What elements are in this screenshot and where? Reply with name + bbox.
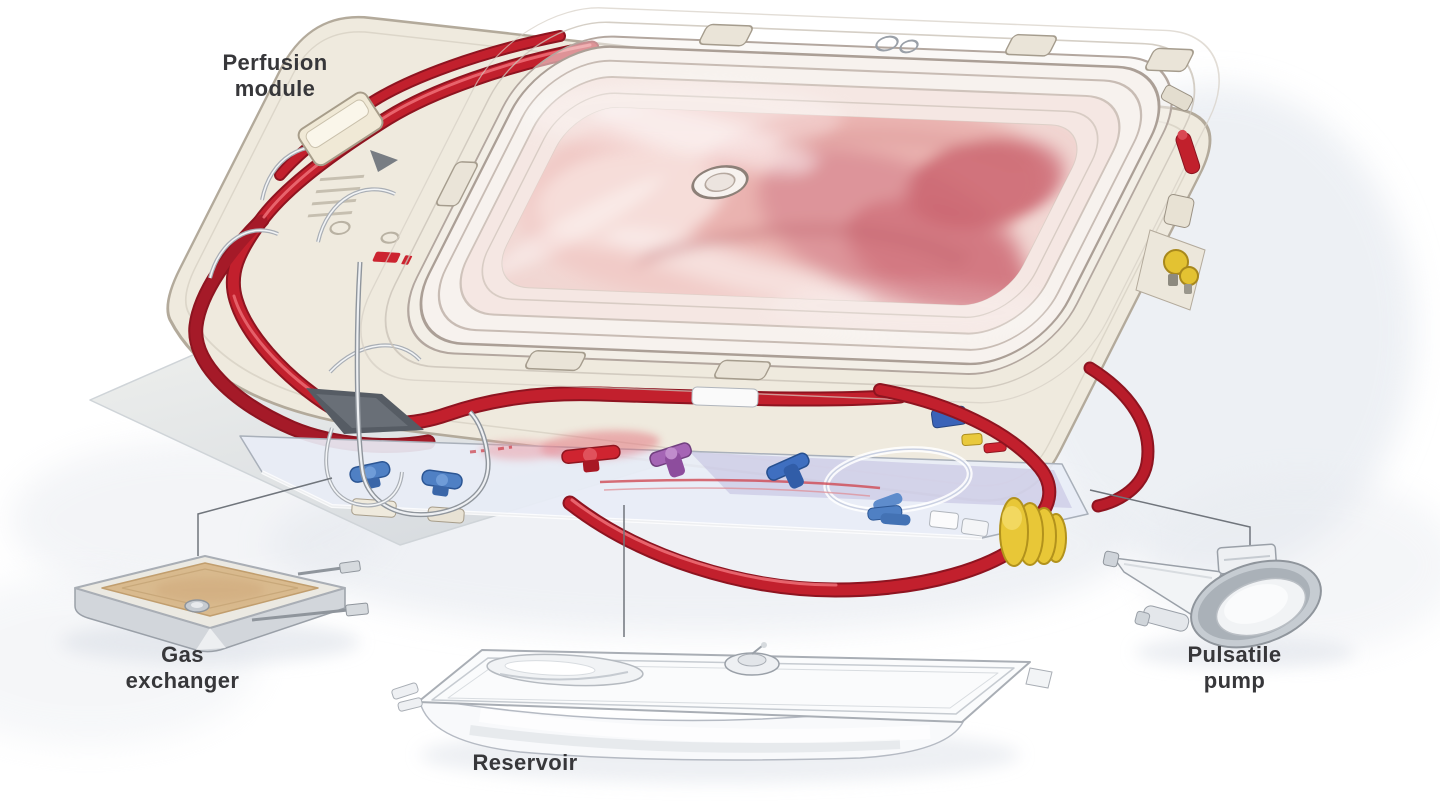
label-pulsatile-pump: Pulsatile pump: [1187, 642, 1282, 693]
port-stub: [751, 645, 763, 655]
pulsatile-pump: [1102, 543, 1355, 668]
lid-recess-pill: [504, 660, 596, 676]
bellows-highlight: [1002, 506, 1022, 530]
basin-shade: [469, 725, 901, 753]
valve-blue-cluster: [867, 493, 911, 526]
corner-highlight: [196, 628, 226, 650]
lid-latches: [436, 23, 1194, 381]
label-gas-exchanger: Gas exchanger: [125, 642, 240, 693]
knob-stem: [1184, 284, 1192, 294]
gas-exchanger: [60, 555, 369, 664]
lid-tab: [397, 697, 423, 712]
valve-red: [561, 444, 621, 473]
pump-foot-cap: [1134, 610, 1151, 627]
dome-ring-4: [481, 92, 1099, 319]
red-lever: [1175, 129, 1201, 175]
gas-connector-cap: [345, 602, 369, 617]
edge-latch: [1163, 194, 1195, 228]
dome-ring-2: [437, 59, 1143, 351]
right-edge-fittings: [1135, 84, 1206, 311]
edge-latch: [1160, 84, 1194, 112]
top-ring-clip: [875, 35, 899, 52]
tray-red-channel-2: [603, 487, 871, 497]
lid-tab: [391, 682, 419, 700]
reservoir: [391, 642, 1053, 783]
clear-tube-loops: [324, 261, 491, 518]
pump-shadow: [1135, 636, 1355, 668]
dome-sheen: [521, 81, 843, 151]
clip-yellow: [961, 433, 983, 446]
perfusion-module-dome: [360, 7, 1220, 404]
clamp-shadow: [370, 150, 398, 172]
blood-smear-2: [480, 440, 560, 460]
knob-stem: [1168, 274, 1178, 286]
membrane-inner-line: [121, 568, 299, 609]
valve-blue-b: [421, 469, 463, 497]
lid-rim: [431, 657, 1015, 715]
reservoir-port-cap: [737, 653, 767, 667]
gas-connector-tube: [251, 608, 349, 622]
tube-holder-block: [691, 386, 759, 408]
cone-line: [1123, 563, 1213, 579]
deck-port-mark: [329, 220, 351, 235]
deck-recess: [306, 388, 424, 434]
tray-holder: [929, 510, 959, 530]
membrane-shade: [155, 578, 265, 602]
tube-clamp: [297, 91, 384, 167]
pump-face-highlight: [1224, 584, 1288, 624]
lid-rim-2: [447, 663, 999, 709]
callout-pulsatile-pump: [1089, 489, 1251, 548]
label-reservoir: Reservoir: [472, 750, 578, 775]
gas-port-inner: [191, 602, 203, 608]
valve-blue-c: [766, 452, 810, 489]
gas-connector-tube: [297, 566, 343, 576]
top-ring-clip: [899, 39, 919, 54]
callout-lines: [197, 477, 1251, 637]
dome-center-port-inner: [704, 172, 736, 192]
tray-holder: [960, 518, 989, 537]
label-perfusion-module: Perfusion module: [222, 50, 328, 101]
dome-sheen-2: [770, 280, 1052, 338]
cone-tip-cap: [1102, 550, 1120, 568]
tray-red-channel: [599, 478, 881, 490]
callout-gas-exchanger: [197, 477, 333, 556]
valve-purple: [649, 442, 692, 478]
port-stub-cap: [761, 642, 767, 648]
stub-line: [1223, 555, 1271, 561]
tray-front-highlight: [261, 470, 983, 540]
yellow-knob: [1179, 266, 1199, 286]
lid-recess-line: [499, 671, 629, 681]
gas-connector-cap: [339, 560, 361, 574]
basin-highlight: [478, 708, 931, 743]
red-tubing-bottom-loop: [562, 361, 1155, 598]
bellows: [999, 497, 1067, 567]
lid-tab-right: [1025, 667, 1053, 689]
